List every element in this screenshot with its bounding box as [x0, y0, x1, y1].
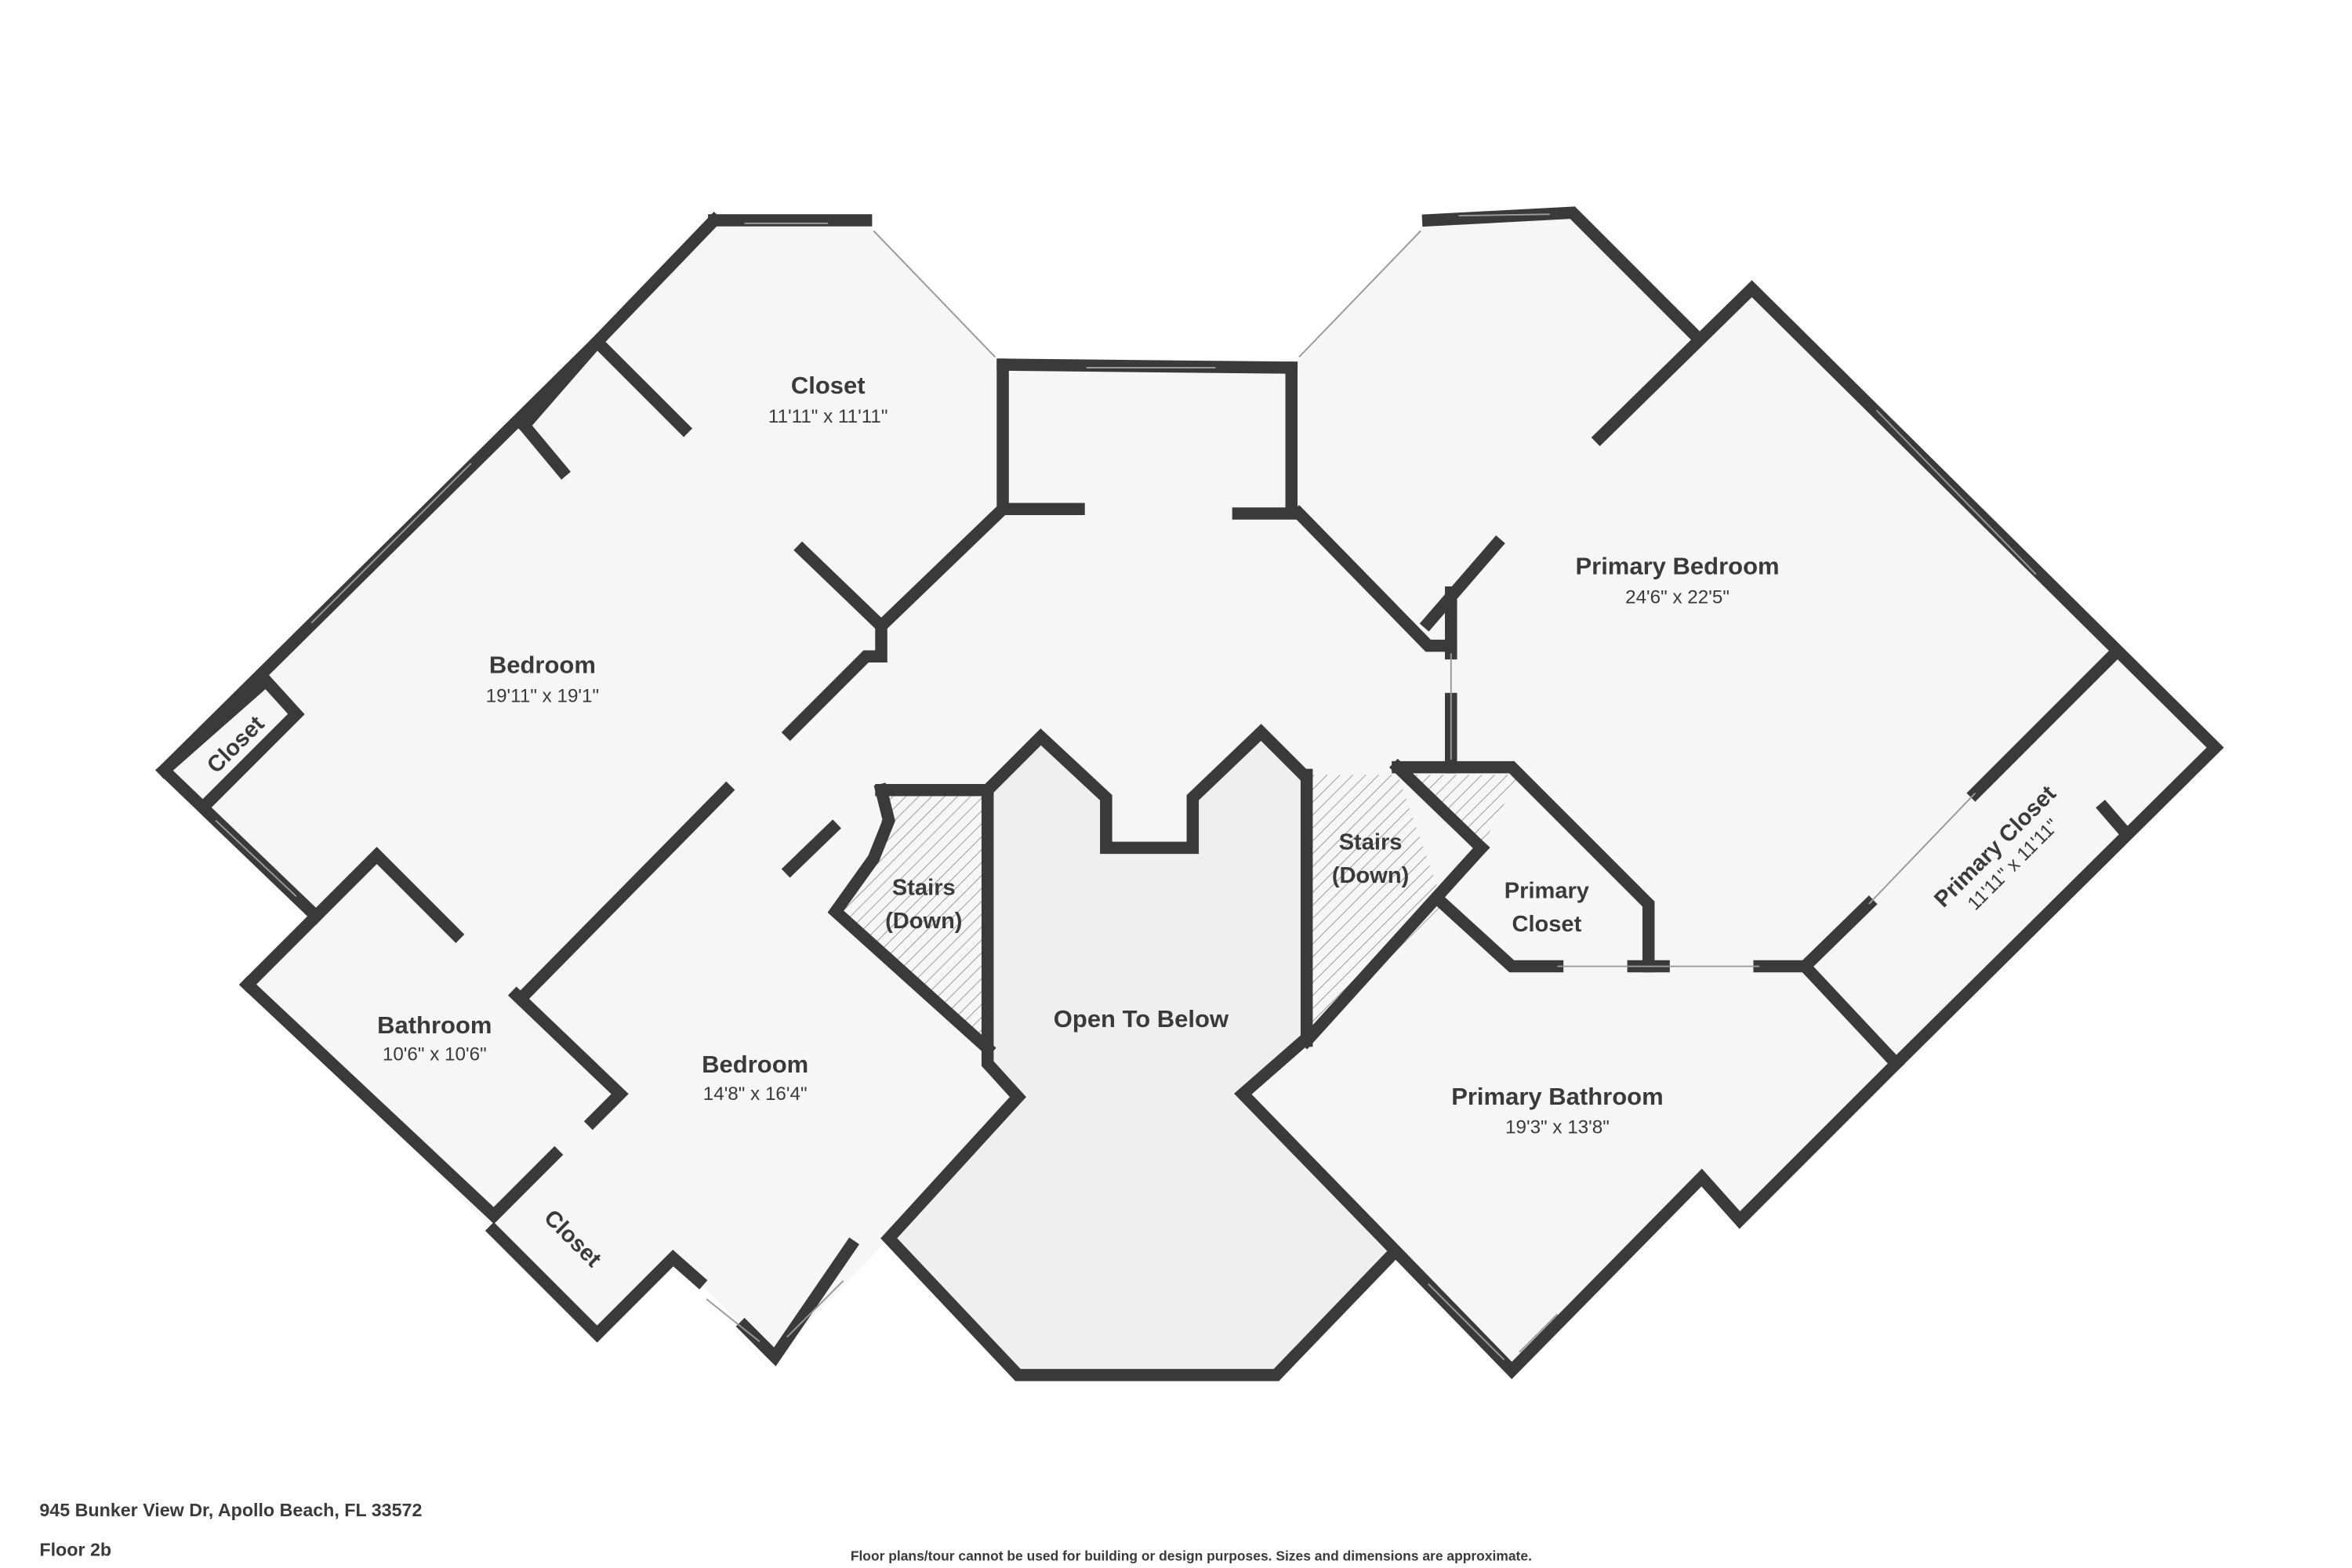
room-name-bedroom-bottom: Bedroom	[702, 1051, 808, 1078]
room-name-closet-top: Closet	[791, 372, 866, 399]
stairs-right-hatch	[1306, 775, 1444, 1041]
room-name-bedroom-left: Bedroom	[489, 652, 596, 679]
room-dims-primary-bedroom: 24'6" x 22'5"	[1625, 586, 1730, 608]
room-dims-bedroom-left: 19'11" x 19'1"	[486, 685, 600, 706]
room-name-primary-bathroom: Primary Bathroom	[1451, 1083, 1663, 1110]
room-dims-bathroom: 10'6" x 10'6"	[383, 1044, 487, 1065]
stairs-right-label-1: Stairs	[1339, 829, 1403, 855]
disclaimer: Floor plans/tour cannot be used for buil…	[851, 1548, 1532, 1563]
windows	[215, 213, 2037, 1361]
floor-label: Floor 2b	[39, 1539, 111, 1559]
primary-closet-small-label-1: Primary	[1504, 878, 1589, 903]
open-to-below-area	[888, 732, 1394, 1375]
room-name-primary-bedroom: Primary Bedroom	[1575, 553, 1779, 580]
room-name-open-to-below: Open To Below	[1054, 1005, 1229, 1033]
stairs-left-hatch	[835, 789, 988, 1049]
room-name-bathroom: Bathroom	[377, 1011, 492, 1039]
room-dims-bedroom-bottom: 14'8" x 16'4"	[703, 1083, 808, 1105]
stairs-right-label-2: (Down)	[1332, 863, 1409, 888]
stairs-left-label-2: (Down)	[885, 909, 962, 934]
address: 945 Bunker View Dr, Apollo Beach, FL 335…	[39, 1500, 422, 1520]
room-dims-closet-top: 11'11" x 11'11"	[768, 406, 888, 427]
primary-closet-small-label-2: Closet	[1512, 912, 1581, 937]
stairs-left-label-1: Stairs	[892, 875, 956, 900]
room-dims-primary-bathroom: 19'3" x 13'8"	[1505, 1117, 1610, 1138]
